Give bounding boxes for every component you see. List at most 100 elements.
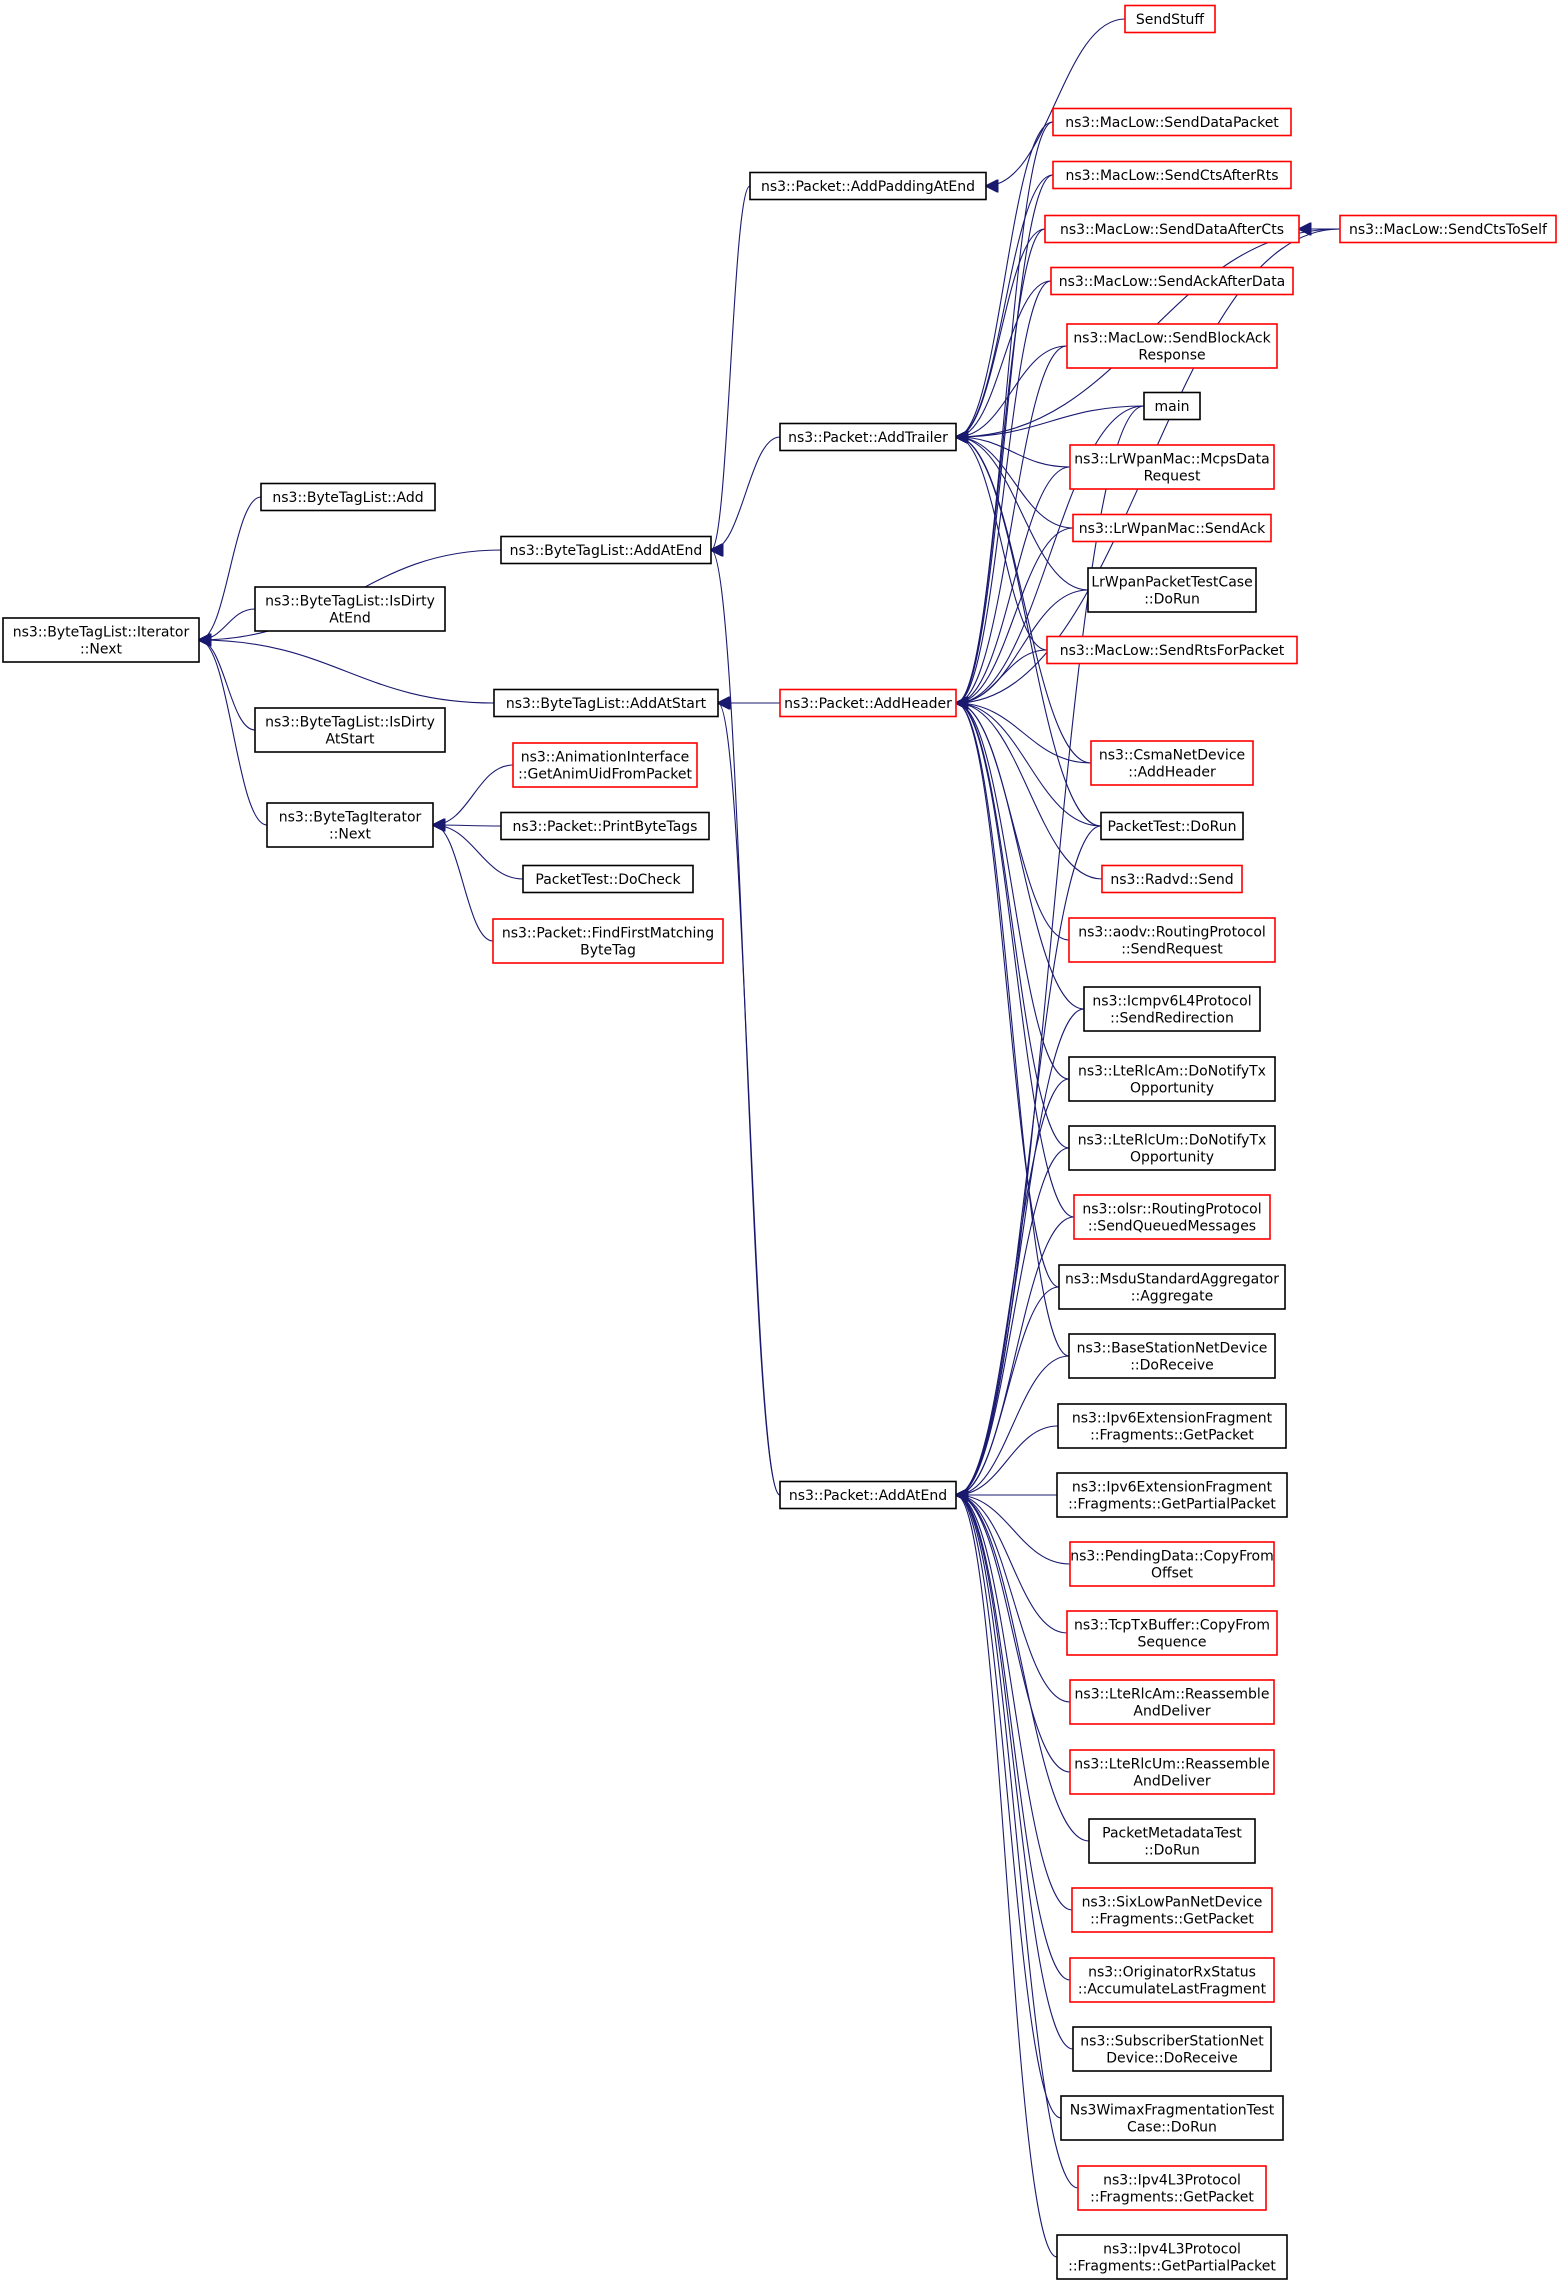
node-n27[interactable]: ns3::CsmaNetDevice::AddHeader bbox=[1090, 740, 1254, 786]
node-n12[interactable]: SendStuff bbox=[1124, 4, 1216, 34]
node-box bbox=[1072, 2026, 1272, 2072]
node-label-line: ns3::aodv::RoutingProtocol bbox=[1078, 925, 1266, 941]
node-label-line: ::Fragments::GetPartialPacket bbox=[1068, 2259, 1276, 2275]
node-box bbox=[1073, 1194, 1271, 1240]
node-n45[interactable]: ns3::OriginatorRxStatus::AccumulateLastF… bbox=[1069, 1957, 1275, 2003]
node-n8[interactable]: ns3::Packet::PrintByteTags bbox=[500, 811, 710, 841]
node-box bbox=[500, 535, 712, 565]
node-n28[interactable]: PacketTest::DoRun bbox=[1100, 811, 1244, 841]
edge-n27-to-n14 bbox=[956, 703, 1092, 764]
node-box bbox=[779, 422, 957, 452]
node-n49[interactable]: ns3::Ipv4L3Protocol::Fragments::GetParti… bbox=[1056, 2234, 1288, 2280]
node-label-line: ::DoReceive bbox=[1130, 1358, 1214, 1374]
node-n30[interactable]: ns3::aodv::RoutingProtocol::SendRequest bbox=[1068, 917, 1276, 963]
node-n37[interactable]: ns3::Ipv6ExtensionFragment::Fragments::G… bbox=[1057, 1403, 1287, 1449]
edge-n4-to-n0 bbox=[199, 640, 495, 704]
edge-n1-to-n0 bbox=[199, 496, 262, 640]
node-n43[interactable]: PacketMetadataTest::DoRun bbox=[1088, 1818, 1256, 1864]
node-n7[interactable]: ns3::AnimationInterface::GetAnimUidFromP… bbox=[512, 742, 698, 788]
node-box bbox=[1068, 1333, 1276, 1379]
node-n34[interactable]: ns3::olsr::RoutingProtocol::SendQueuedMe… bbox=[1073, 1194, 1271, 1240]
node-n48[interactable]: ns3::Ipv4L3Protocol::Fragments::GetPacke… bbox=[1077, 2165, 1267, 2211]
node-n17[interactable]: ns3::MacLow::SendCtsAfterRts bbox=[1052, 160, 1292, 190]
node-label-line: ns3::LteRlcAm::DoNotifyTx bbox=[1078, 1064, 1266, 1080]
node-n11[interactable]: ns3::Packet::AddPaddingAtEnd bbox=[749, 171, 987, 201]
edge-n49-to-n15 bbox=[956, 1495, 1058, 2258]
node-n14[interactable]: ns3::Packet::AddHeader bbox=[779, 688, 957, 718]
node-label-line: main bbox=[1155, 399, 1190, 415]
node-box bbox=[1069, 444, 1275, 490]
node-box bbox=[779, 688, 957, 718]
node-label-line: ns3::ByteTagList::Add bbox=[272, 490, 423, 506]
node-n20[interactable]: ns3::MacLow::SendAckAfterData bbox=[1050, 266, 1294, 296]
node-n36[interactable]: ns3::BaseStationNetDevice::DoReceive bbox=[1068, 1333, 1276, 1379]
node-n15[interactable]: ns3::Packet::AddAtEnd bbox=[779, 1480, 957, 1510]
node-label-line: ::SendRequest bbox=[1121, 942, 1223, 958]
node-n0[interactable]: ns3::ByteTagList::Iterator::Next bbox=[2, 617, 200, 663]
node-label-line: ns3::LrWpanMac::SendAck bbox=[1079, 521, 1266, 537]
node-n44[interactable]: ns3::SixLowPanNetDevice::Fragments::GetP… bbox=[1071, 1887, 1273, 1933]
node-n35[interactable]: ns3::MsduStandardAggregator::Aggregate bbox=[1058, 1264, 1286, 1310]
node-label-line: ns3::BaseStationNetDevice bbox=[1077, 1341, 1268, 1357]
node-n4[interactable]: ns3::ByteTagList::AddAtStart bbox=[493, 688, 719, 718]
node-label-line: ns3::LrWpanMac::McpsData bbox=[1074, 452, 1269, 468]
node-n6[interactable]: ns3::ByteTagIterator::Next bbox=[266, 802, 434, 848]
edge-n23-to-n14 bbox=[956, 466, 1071, 703]
node-box bbox=[522, 864, 694, 894]
node-n29[interactable]: ns3::Radvd::Send bbox=[1101, 864, 1243, 894]
node-box bbox=[1087, 567, 1257, 613]
edge-n33-to-n15 bbox=[956, 1147, 1070, 1495]
node-label-line: ns3::ByteTagList::Iterator bbox=[13, 625, 190, 641]
node-n1[interactable]: ns3::ByteTagList::Add bbox=[260, 482, 436, 512]
node-n19[interactable]: ns3::MacLow::SendCtsToSelf bbox=[1339, 214, 1557, 244]
node-box bbox=[1050, 266, 1294, 296]
edge-n32-to-n15 bbox=[956, 1078, 1070, 1495]
node-label-line: ns3::MacLow::SendBlockAck bbox=[1073, 331, 1271, 347]
node-n25[interactable]: LrWpanPacketTestCase::DoRun bbox=[1087, 567, 1257, 613]
node-label-line: ns3::MacLow::SendDataAfterCts bbox=[1060, 222, 1284, 238]
node-n9[interactable]: PacketTest::DoCheck bbox=[522, 864, 694, 894]
node-box bbox=[1069, 1679, 1275, 1725]
node-box bbox=[1056, 1472, 1288, 1518]
node-label-line: ns3::ByteTagList::IsDirty bbox=[265, 715, 435, 731]
edge-n18-to-n13 bbox=[956, 228, 1046, 437]
node-label-line: ns3::ByteTagIterator bbox=[279, 810, 422, 826]
node-box bbox=[1057, 1403, 1287, 1449]
node-box bbox=[1060, 2095, 1284, 2141]
node-label-line: ns3::MacLow::SendRtsForPacket bbox=[1060, 643, 1285, 659]
node-n22[interactable]: main bbox=[1143, 391, 1201, 421]
edge-n24-to-n14 bbox=[956, 527, 1074, 703]
node-label-line: ns3::TcpTxBuffer::CopyFrom bbox=[1074, 1618, 1270, 1634]
node-label-line: ::Next bbox=[329, 827, 372, 843]
node-n13[interactable]: ns3::Packet::AddTrailer bbox=[779, 422, 957, 452]
node-n18[interactable]: ns3::MacLow::SendDataAfterCts bbox=[1044, 214, 1300, 244]
node-n2[interactable]: ns3::ByteTagList::AddAtEnd bbox=[500, 535, 712, 565]
edge-n41-to-n15 bbox=[956, 1495, 1071, 1703]
node-label-line: LrWpanPacketTestCase bbox=[1091, 575, 1252, 591]
node-n31[interactable]: ns3::Icmpv6L4Protocol::SendRedirection bbox=[1083, 986, 1261, 1032]
node-box bbox=[1339, 214, 1557, 244]
node-n26[interactable]: ns3::MacLow::SendRtsForPacket bbox=[1046, 635, 1298, 665]
node-n16[interactable]: ns3::MacLow::SendDataPacket bbox=[1052, 107, 1292, 137]
node-n38[interactable]: ns3::Ipv6ExtensionFragment::Fragments::G… bbox=[1056, 1472, 1288, 1518]
node-box bbox=[1101, 864, 1243, 894]
node-n24[interactable]: ns3::LrWpanMac::SendAck bbox=[1072, 513, 1272, 543]
node-label-line: ns3::OriginatorRxStatus bbox=[1088, 1965, 1256, 1981]
node-box bbox=[500, 811, 710, 841]
node-n46[interactable]: ns3::SubscriberStationNetDevice::DoRecei… bbox=[1072, 2026, 1272, 2072]
edge-n28-to-n14 bbox=[956, 703, 1102, 827]
edge-n28-to-n15 bbox=[956, 825, 1102, 1495]
